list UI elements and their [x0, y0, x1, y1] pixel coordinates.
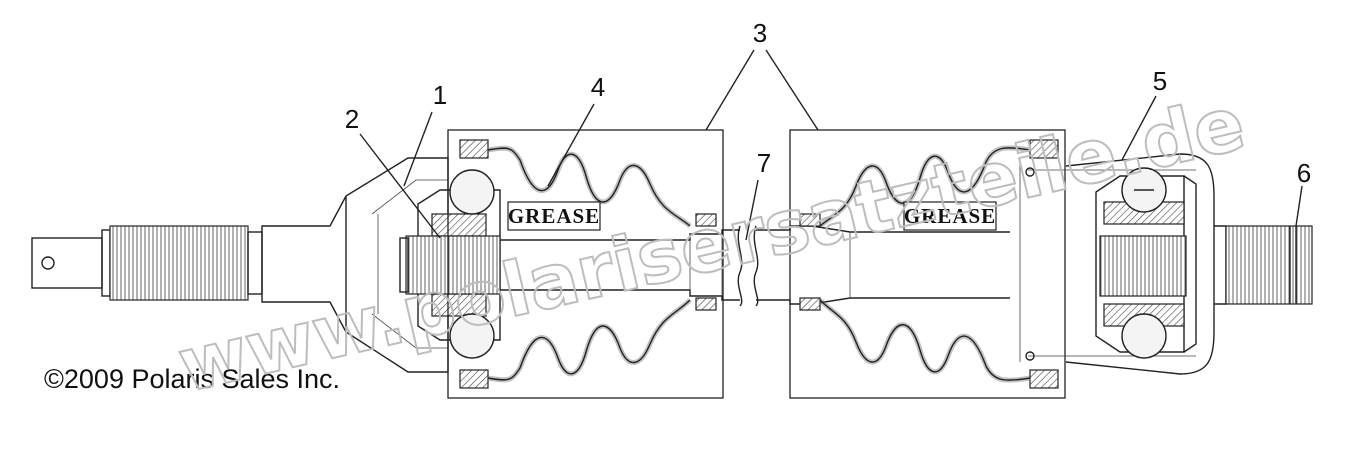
callout-2: 2 [345, 104, 359, 134]
outer-retaining-ring [1019, 164, 1196, 362]
outer-grease-label: GREASE [903, 201, 997, 231]
callout-6: 6 [1297, 158, 1311, 188]
outer-boot-clamps [799, 139, 1059, 389]
inner-grease-text: GREASE [508, 204, 600, 228]
inner-grease-label: GREASE [507, 201, 601, 231]
outer-boot [818, 145, 1031, 383]
outer-grease-text: GREASE [904, 204, 996, 228]
outer-cv-balls [1121, 167, 1167, 359]
inner-boot-kit-outline [447, 129, 724, 399]
callout-1: 1 [433, 80, 447, 110]
center-bar-shaft [500, 225, 1010, 307]
outer-cv-joint [1065, 153, 1215, 375]
callout-7: 7 [757, 148, 771, 178]
callout-4: 4 [591, 72, 605, 102]
inner-boot-clamps [459, 139, 717, 389]
callout-leader-lines [359, 49, 1303, 241]
copyright-notice: ©2009 Polaris Sales Inc. [44, 364, 340, 394]
outer-boot-kit-outline [789, 129, 1066, 399]
callout-3: 3 [753, 18, 767, 48]
outer-stub-shaft [1214, 225, 1313, 305]
inner-joint-race [399, 189, 501, 341]
inner-cv-balls [449, 169, 495, 359]
callout-5: 5 [1153, 66, 1167, 96]
inner-boot [487, 145, 692, 383]
